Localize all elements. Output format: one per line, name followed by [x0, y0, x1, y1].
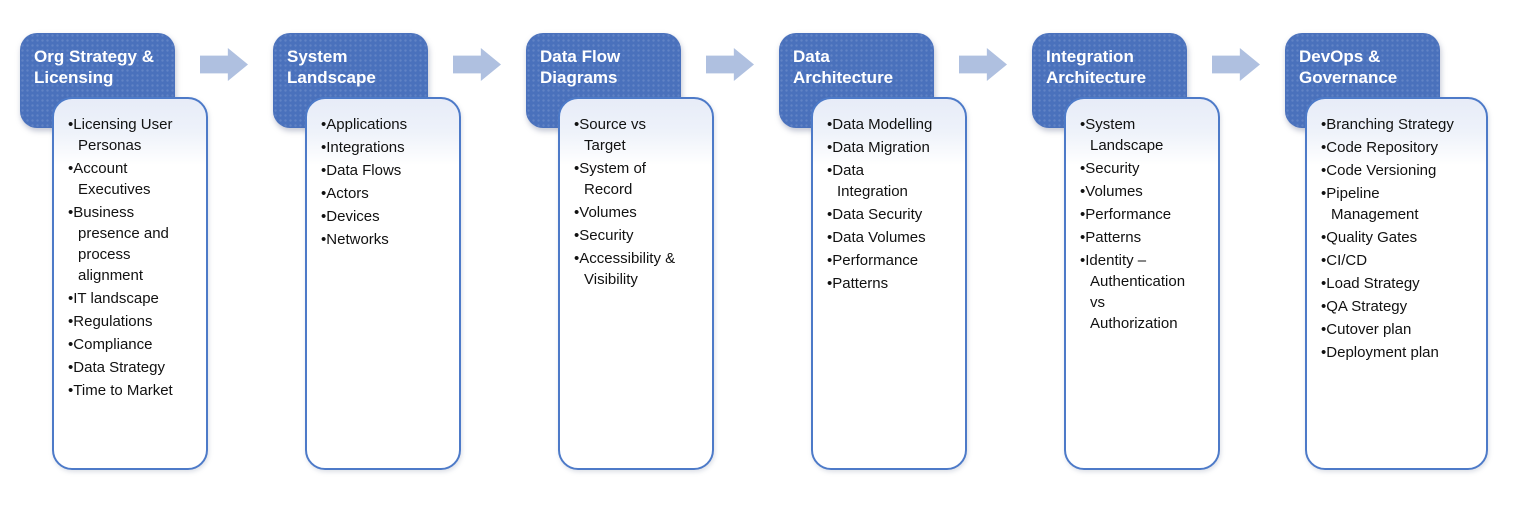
- list-item: Volumes: [574, 202, 704, 223]
- list-item: Security: [1080, 158, 1210, 179]
- bullet-list: Data Modelling Data Migration Data Integ…: [827, 114, 957, 294]
- list-item: Branching Strategy: [1321, 114, 1478, 135]
- bullet-list: Source vs Target System of Record Volume…: [574, 114, 704, 290]
- stage-card: Applications Integrations Data Flows Act…: [305, 97, 461, 470]
- stage-integration-architecture: Integration Architecture System Landscap…: [1032, 0, 1285, 530]
- list-item: Data Security: [827, 204, 957, 225]
- list-item: Performance: [1080, 204, 1210, 225]
- list-item: Networks: [321, 229, 451, 250]
- list-item: QA Strategy: [1321, 296, 1478, 317]
- bullet-list: Licensing User Personas Account Executiv…: [68, 114, 198, 401]
- list-item: Devices: [321, 206, 451, 227]
- list-item: Compliance: [68, 334, 198, 355]
- list-item: Performance: [827, 250, 957, 271]
- list-item: Account Executives: [68, 158, 198, 200]
- stage-system-landscape: System Landscape Applications Integratio…: [273, 0, 526, 530]
- list-item: System Landscape: [1080, 114, 1210, 156]
- list-item: Applications: [321, 114, 451, 135]
- list-item: Business presence and process alignment: [68, 202, 198, 286]
- stage-data-flow-diagrams: Data Flow Diagrams Source vs Target Syst…: [526, 0, 779, 530]
- stage-data-architecture: Data Architecture Data Modelling Data Mi…: [779, 0, 1032, 530]
- stage-devops-governance: DevOps & Governance Branching Strategy C…: [1285, 0, 1530, 530]
- list-item: Data Integration: [827, 160, 957, 202]
- list-item: CI/CD: [1321, 250, 1478, 271]
- list-item: Pipeline Management: [1321, 183, 1478, 225]
- list-item: IT landscape: [68, 288, 198, 309]
- stage-card: Data Modelling Data Migration Data Integ…: [811, 97, 967, 470]
- list-item: Quality Gates: [1321, 227, 1478, 248]
- stage-card: Licensing User Personas Account Executiv…: [52, 97, 208, 470]
- list-item: Data Migration: [827, 137, 957, 158]
- list-item: Code Repository: [1321, 137, 1478, 158]
- list-item: Load Strategy: [1321, 273, 1478, 294]
- bullet-list: System Landscape Security Volumes Perfor…: [1080, 114, 1210, 334]
- list-item: Data Volumes: [827, 227, 957, 248]
- list-item: Identity – Authentication vs Authorizati…: [1080, 250, 1210, 334]
- list-item: Data Flows: [321, 160, 451, 181]
- stage-header: Org Strategy & Licensing: [20, 33, 175, 128]
- list-item: Data Modelling: [827, 114, 957, 135]
- list-item: Volumes: [1080, 181, 1210, 202]
- stage-card: Branching Strategy Code Repository Code …: [1305, 97, 1488, 470]
- bullet-list: Applications Integrations Data Flows Act…: [321, 114, 451, 250]
- list-item: Patterns: [1080, 227, 1210, 248]
- list-item: Cutover plan: [1321, 319, 1478, 340]
- list-item: Data Strategy: [68, 357, 198, 378]
- list-item: Code Versioning: [1321, 160, 1478, 181]
- stage-card: Source vs Target System of Record Volume…: [558, 97, 714, 470]
- list-item: Integrations: [321, 137, 451, 158]
- bullet-list: Branching Strategy Code Repository Code …: [1321, 114, 1478, 363]
- list-item: Deployment plan: [1321, 342, 1478, 363]
- list-item: Accessibility & Visibility: [574, 248, 704, 290]
- list-item: Security: [574, 225, 704, 246]
- stage-card: System Landscape Security Volumes Perfor…: [1064, 97, 1220, 470]
- list-item: Actors: [321, 183, 451, 204]
- list-item: Time to Market: [68, 380, 198, 401]
- list-item: Source vs Target: [574, 114, 704, 156]
- list-item: Patterns: [827, 273, 957, 294]
- stage-org-strategy-licensing: Org Strategy & Licensing Licensing User …: [20, 0, 273, 530]
- list-item: Regulations: [68, 311, 198, 332]
- list-item: System of Record: [574, 158, 704, 200]
- list-item: Licensing User Personas: [68, 114, 198, 156]
